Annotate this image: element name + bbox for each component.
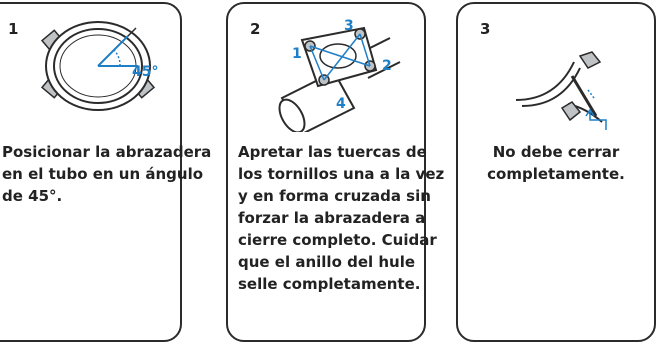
- bolt-label: 1: [292, 46, 302, 62]
- step-number: 1: [8, 20, 19, 38]
- angle-label: 45°: [132, 64, 158, 80]
- instruction-line: los tornillos una a la vez: [238, 165, 445, 183]
- instruction-line: de 45°.: [2, 187, 63, 205]
- instruction-line: completamente.: [487, 165, 625, 183]
- step-2-instructions: Apretar las tuercas de los tornillos una…: [238, 141, 445, 295]
- step-3-instructions: No debe cerrar completamente.: [458, 141, 654, 185]
- bolt-label: 4: [336, 96, 346, 112]
- step-number: 3: [480, 20, 491, 38]
- bolt-label: 2: [382, 58, 392, 74]
- instruction-line: forzar la abrazadera a: [238, 209, 426, 227]
- nut-icon: [578, 51, 602, 69]
- instruction-line: que el anillo del hule: [238, 253, 416, 271]
- instruction-line: en el tubo en un ángulo: [2, 165, 204, 183]
- instruction-line: Posicionar la abrazadera: [2, 143, 212, 161]
- instruction-line: Apretar las tuercas de: [238, 143, 427, 161]
- nut-icon: [560, 101, 582, 122]
- clamp-bolt-order-illustration: 1 2 3 4: [278, 18, 401, 132]
- instruction-line: y en forma cruzada sin: [238, 187, 431, 205]
- instruction-line: No debe cerrar: [492, 143, 620, 161]
- instruction-line: cierre completo. Cuidar: [238, 231, 437, 249]
- step-card-2: 2 1 2 3 4 Apretar las tuercas de los tor…: [226, 2, 445, 342]
- step-number: 2: [250, 20, 261, 38]
- clamp-gap-illustration: [515, 51, 607, 130]
- step-card-1: 1 45° Posicionar la abrazadera en el tub…: [0, 2, 211, 342]
- clamp-angle-illustration: 45°: [40, 21, 158, 111]
- step-card-3: 3 No debe cerrar completamente.: [456, 2, 656, 342]
- instruction-line: selle completamente.: [238, 275, 421, 293]
- bolt-label: 3: [344, 18, 354, 34]
- step-1-instructions: Posicionar la abrazadera en el tubo en u…: [2, 141, 212, 207]
